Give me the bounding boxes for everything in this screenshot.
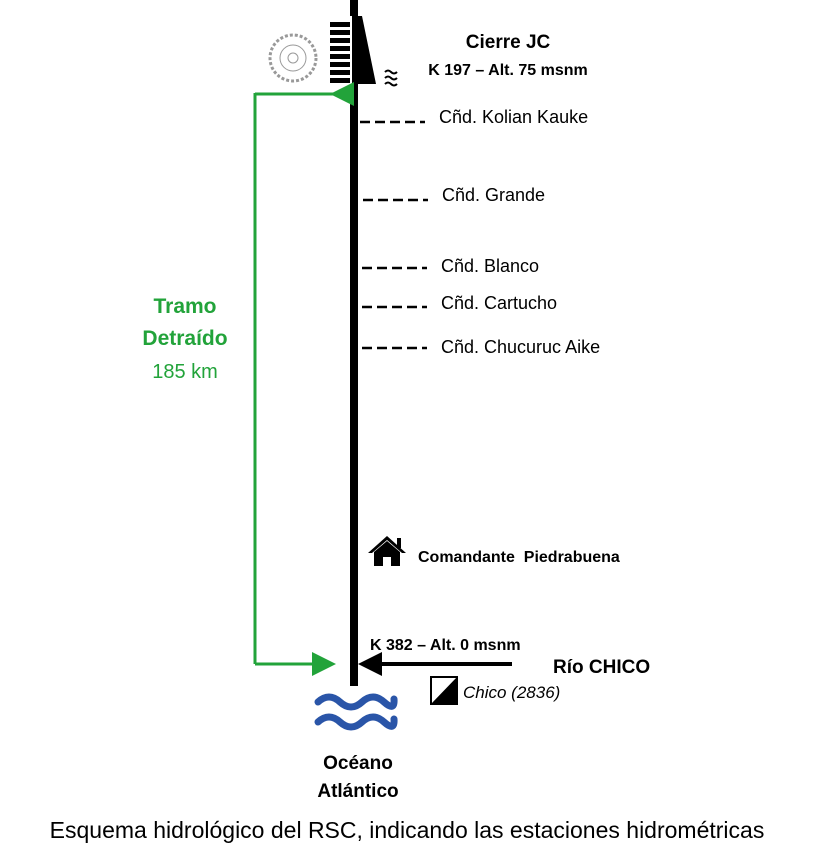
tributary-rio-chico: Río CHICO	[553, 657, 650, 678]
mouth-location: K 382 – Alt. 0 msnm	[370, 637, 521, 654]
turbine-icon	[268, 33, 318, 83]
gauging-station-icon	[430, 676, 458, 705]
figure-caption: Esquema hidrológico del RSC, indicando l…	[50, 817, 765, 843]
ocean-waves-icon	[314, 693, 398, 731]
town-label: Comandante Piedrabuena	[418, 549, 620, 566]
reach-length: 185 km	[152, 361, 218, 383]
tributary-label: Cñd. Cartucho	[441, 293, 557, 313]
tributary-label: Cñd. Grande	[442, 185, 545, 205]
reach-bracket	[253, 82, 354, 676]
tributary-label: Cñd. Blanco	[441, 256, 539, 276]
reach-label-line1: Tramo	[153, 295, 216, 318]
station-label: Chico (2836)	[463, 683, 560, 702]
tributary-label: Cñd. Kolian Kauke	[439, 107, 588, 127]
dam-name: Cierre JC	[466, 32, 551, 53]
dam-location: K 197 – Alt. 75 msnm	[428, 62, 587, 79]
tributary-label: Cñd. Chucuruc Aike	[441, 337, 600, 357]
house-icon	[368, 536, 406, 566]
ocean-label-line2: Atlántico	[317, 781, 398, 802]
reach-label-line2: Detraído	[142, 327, 227, 350]
dam-icon	[328, 16, 398, 88]
ocean-label-line1: Océano	[323, 753, 393, 774]
